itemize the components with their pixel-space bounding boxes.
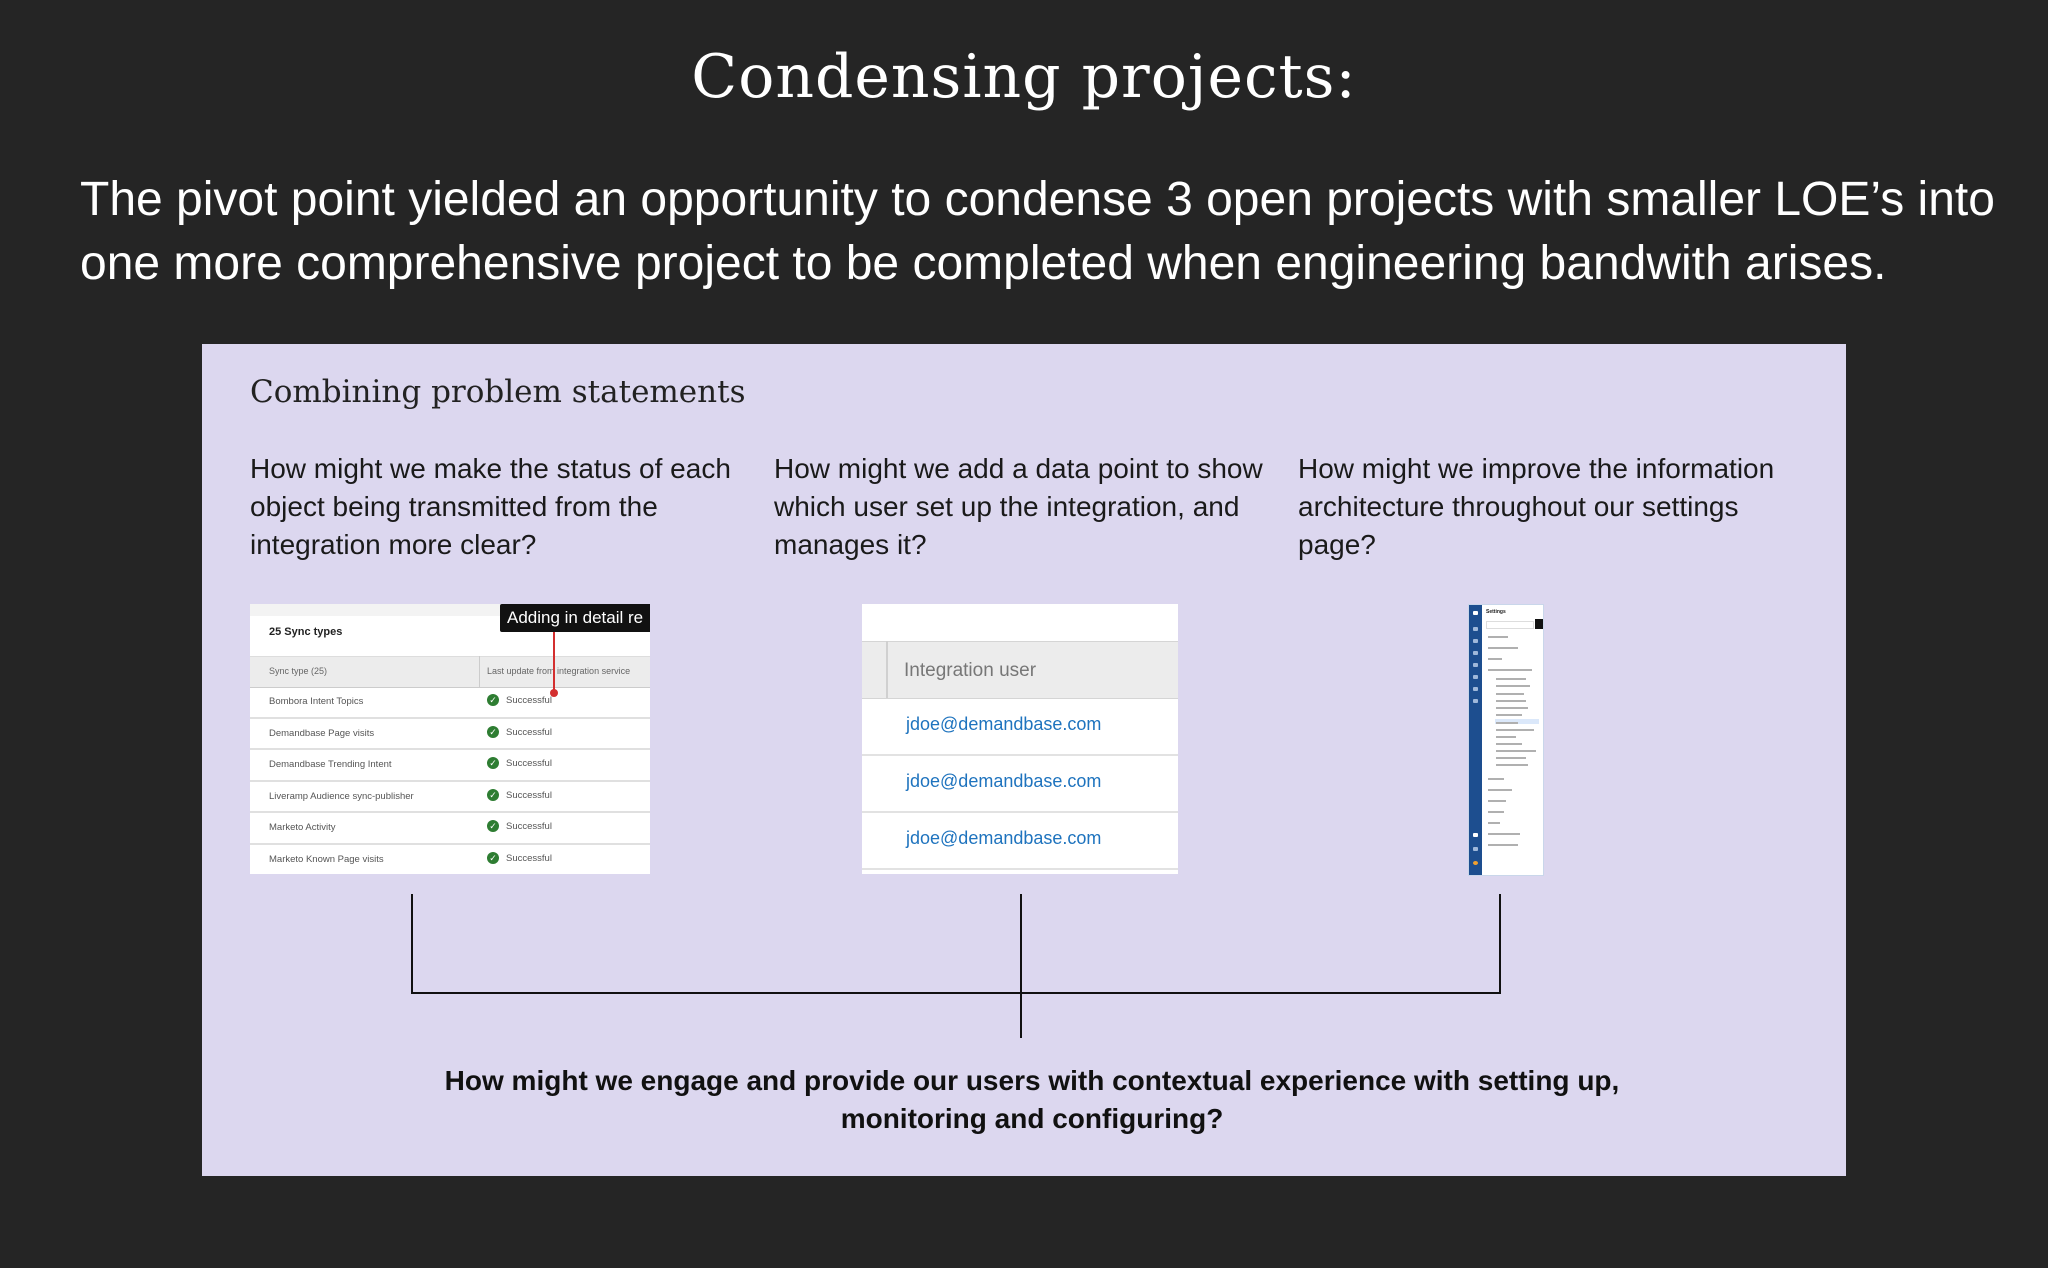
- nav-item: [1488, 658, 1502, 660]
- table-row: jdoe@demandbase.com: [862, 698, 1178, 756]
- table-row: Demandbase Page visits ✓ Successful: [250, 719, 650, 750]
- nav-icon: [1473, 675, 1478, 679]
- sync-status: Successful: [506, 852, 552, 864]
- sync-type-name: Marketo Known Page visits: [269, 853, 384, 865]
- sync-type-name: Demandbase Page visits: [269, 727, 375, 739]
- check-circle-icon: ✓: [487, 757, 499, 769]
- column-divider: [479, 656, 480, 687]
- sync-table-header: Sync type (25) Last update from integrat…: [250, 656, 650, 688]
- problem-statements-panel: Combining problem statements How might w…: [202, 344, 1846, 1176]
- sync-status: Successful: [506, 821, 552, 832]
- sync-types-heading: 25 Sync types: [269, 626, 343, 638]
- nav-subitem: [1496, 722, 1518, 724]
- nav-subitem: [1496, 714, 1522, 716]
- nav-icon: [1473, 651, 1478, 655]
- sync-type-name: Liveramp Audience sync-publisher: [269, 790, 414, 802]
- nav-subitem: [1496, 736, 1516, 738]
- check-circle-icon: ✓: [487, 725, 499, 738]
- integration-user-link[interactable]: jdoe@demandbase.com: [906, 714, 1102, 734]
- annotation-pointer-dot: [550, 689, 558, 697]
- nav-icon: [1473, 627, 1478, 631]
- sync-status: Successful: [506, 789, 552, 801]
- help-icon: [1473, 847, 1478, 851]
- nav-item: [1488, 789, 1512, 791]
- combined-problem-statement: How might we engage and provide our user…: [444, 1065, 1620, 1134]
- nav-icon: [1473, 699, 1478, 703]
- annotation-tooltip: Adding in detail re: [500, 604, 650, 632]
- table-row: Marketo Known Page visits ✓ Successful: [250, 845, 650, 875]
- intro-text: The pivot point yielded an opportunity t…: [80, 173, 1995, 290]
- question-sync-status: How might we make the status of each obj…: [250, 453, 731, 560]
- integration-user-screenshot: Integration user jdoe@demandbase.com jdo…: [862, 604, 1178, 874]
- table-row: jdoe@demandbase.com: [862, 755, 1178, 813]
- question-integration-user: How might we add a data point to show wh…: [774, 453, 1263, 560]
- table-row: Liveramp Audience sync-publisher ✓ Succe…: [250, 782, 650, 813]
- annotation-pointer-line: [553, 632, 555, 692]
- settings-search: [1486, 621, 1534, 629]
- page-title: Condensing projects:: [691, 42, 1357, 112]
- nav-item: [1488, 844, 1518, 846]
- selected-nav-highlight: [1495, 719, 1539, 724]
- nav-item: [1488, 822, 1500, 824]
- integration-user-header: Integration user: [862, 641, 1178, 699]
- connector-line-horizontal: [411, 992, 1501, 994]
- nav-subitem: [1496, 757, 1526, 759]
- sync-status: Successful: [506, 695, 552, 706]
- nav-subitem: [1496, 743, 1522, 745]
- nav-subitem: [1496, 678, 1526, 680]
- check-circle-icon: ✓: [487, 851, 499, 864]
- logo-icon: [1473, 611, 1478, 615]
- table-row: Demandbase Trending Intent ✓ Successful: [250, 750, 650, 782]
- settings-title: Settings: [1486, 609, 1506, 615]
- panel-title: Combining problem statements: [250, 374, 746, 410]
- sync-status: Successful: [506, 726, 552, 738]
- column-divider: [886, 641, 888, 698]
- nav-subitem: [1496, 750, 1536, 752]
- check-circle-icon: ✓: [487, 788, 499, 801]
- connector-line-center: [1020, 894, 1022, 1038]
- nav-subitem: [1496, 685, 1530, 687]
- tooltip-marker: [1535, 619, 1543, 629]
- settings-page-screenshot: Settings: [1468, 604, 1544, 876]
- nav-item: [1488, 669, 1532, 671]
- integration-user-link[interactable]: jdoe@demandbase.com: [906, 771, 1102, 791]
- settings-sidebar-rail: [1469, 605, 1482, 875]
- table-row: Marketo Activity ✓ Successful: [250, 813, 650, 845]
- avatar: [1473, 861, 1478, 865]
- connector-line-left: [411, 894, 413, 994]
- nav-item: [1488, 800, 1506, 802]
- connector-line-right: [1499, 894, 1501, 994]
- nav-icon: [1473, 639, 1478, 643]
- sync-type-name: Marketo Activity: [269, 822, 336, 833]
- nav-icon: [1473, 687, 1478, 691]
- nav-item: [1488, 811, 1504, 813]
- nav-item: [1488, 636, 1508, 638]
- nav-subitem: [1496, 729, 1534, 731]
- nav-icon: [1473, 663, 1478, 667]
- column-header-last-update: Last update from integration service: [487, 666, 631, 676]
- sync-type-name: Demandbase Trending Intent: [269, 759, 392, 770]
- table-row: jdoe@demandbase.com: [862, 812, 1178, 870]
- question-settings-ia: How might we improve the information arc…: [1298, 453, 1775, 560]
- integration-user-link[interactable]: jdoe@demandbase.com: [906, 828, 1102, 848]
- sync-status: Successful: [506, 758, 552, 769]
- sync-type-name: Bombora Intent Topics: [269, 696, 364, 707]
- nav-subitem: [1496, 764, 1528, 766]
- settings-icon: [1473, 833, 1478, 837]
- nav-item: [1488, 778, 1504, 780]
- check-circle-icon: ✓: [487, 820, 499, 832]
- nav-subitem: [1496, 700, 1526, 702]
- check-circle-icon: ✓: [487, 694, 499, 706]
- sync-types-screenshot: 25 Sync types Sync type (25) Last update…: [250, 604, 650, 874]
- nav-subitem: [1496, 693, 1524, 695]
- nav-item: [1488, 647, 1518, 649]
- table-row: Bombora Intent Topics ✓ Successful: [250, 687, 650, 719]
- nav-item: [1488, 833, 1520, 835]
- sync-table-body: Bombora Intent Topics ✓ Successful Deman…: [250, 687, 650, 874]
- integration-user-column-header: Integration user: [904, 660, 1037, 681]
- nav-subitem: [1496, 707, 1528, 709]
- column-header-sync-type: Sync type (25): [269, 666, 328, 676]
